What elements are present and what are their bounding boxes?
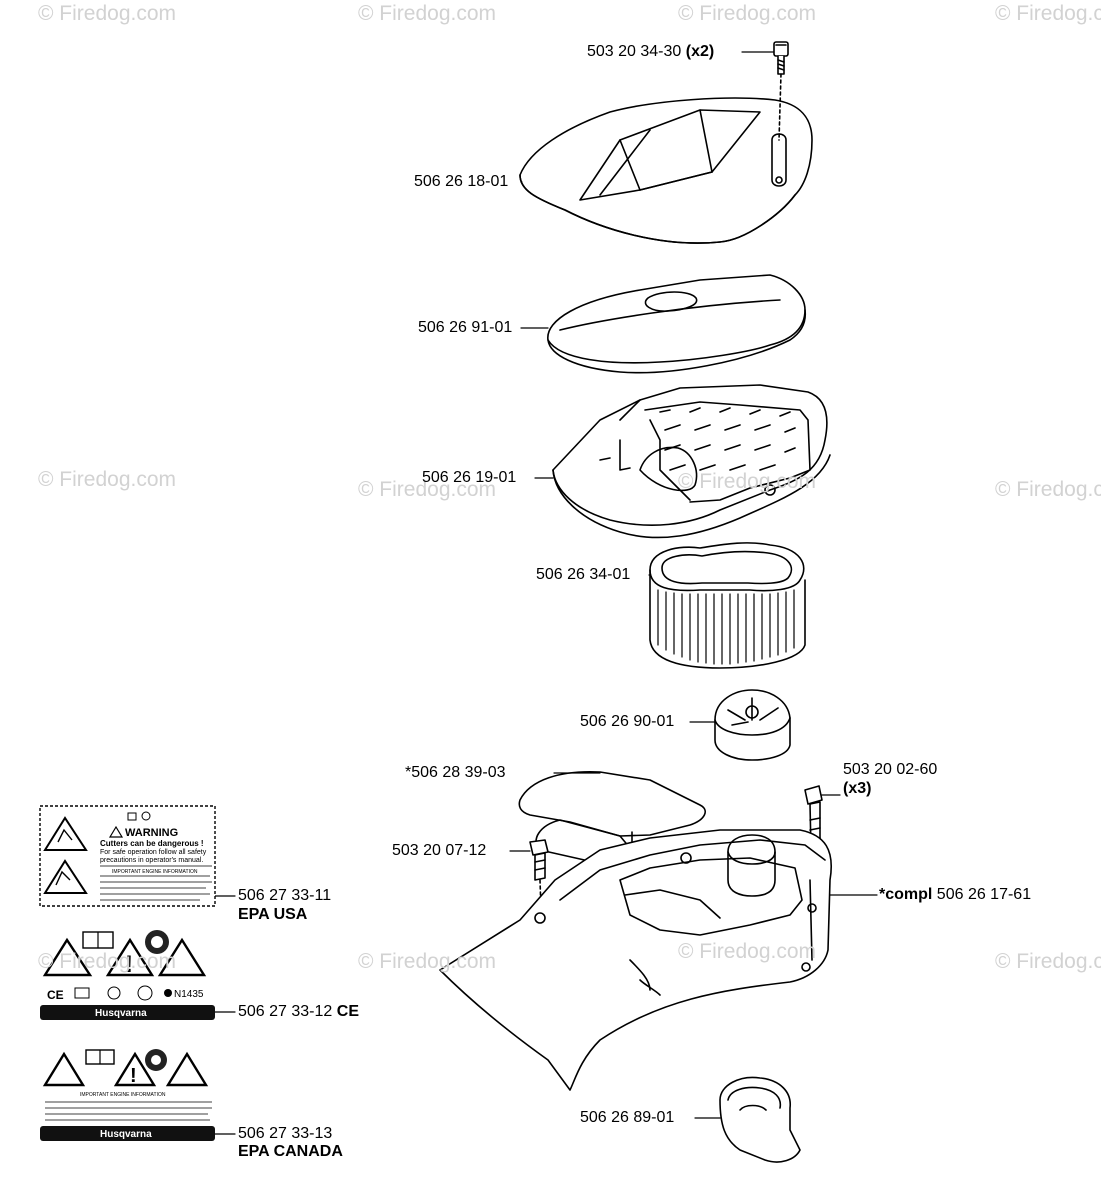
decal-ce: ! CE N1435 Husqvarna — [40, 930, 215, 1020]
label-decal-ce: 506 27 33-12 CE — [238, 1003, 359, 1021]
leader-lines — [214, 51, 878, 1135]
label-long-screw-qty: (x3) — [843, 780, 872, 797]
label-base-compl: *compl 506 26 17-61 — [879, 886, 1031, 904]
manual-book-icon — [127, 812, 137, 821]
label-decal-canada: 506 27 33-13 — [238, 1125, 333, 1142]
pg-mark-icon — [107, 986, 121, 1000]
label-filter-element: 506 26 34-01 — [536, 566, 631, 583]
decal-warning-title: WARNING — [125, 827, 178, 839]
region: CE — [336, 1003, 359, 1020]
decal-warning-line-1: Cutters can be dangerous ! — [100, 839, 204, 848]
svg-text:!: ! — [125, 951, 133, 978]
helmet-icon — [141, 811, 151, 821]
decal-warning-line-3: precautions in operator's manual. — [100, 857, 203, 864]
n-mark-icon — [164, 989, 172, 997]
label-boot: 506 26 89-01 — [580, 1109, 675, 1126]
rubber-boot-drawing — [719, 1076, 801, 1163]
quantity: (x2) — [685, 43, 715, 60]
warning-triangle-icon — [42, 937, 93, 977]
watermark: © Firedog.com — [995, 950, 1101, 973]
decal-important-info: IMPORTANT ENGINE INFORMATION — [112, 869, 198, 875]
alert-icon — [108, 825, 124, 838]
decal-epa-canada: ! IMPORTANT ENGINE INFORMATION Husqvarna — [40, 1049, 215, 1141]
label-decal-canada-region: EPA CANADA — [238, 1143, 343, 1160]
watermark: © Firedog.com — [678, 2, 817, 25]
warning-triangle-icon — [113, 1051, 157, 1087]
sound-level-icon — [74, 987, 90, 999]
prefilter-drawing — [547, 274, 807, 374]
husqvarna-logo: Husqvarna — [95, 1008, 147, 1019]
label-short-screw: 503 20 07-12 — [392, 842, 487, 859]
certification-mark-icon — [137, 985, 153, 1001]
label-cover: 506 26 18-01 — [414, 173, 509, 190]
warning-triangle-icon — [165, 1051, 209, 1087]
top-screw-drawing — [773, 41, 789, 75]
label-gasket: *506 28 39-03 — [405, 764, 506, 781]
label-screw-top: 503 20 34-30 (x2) — [587, 43, 714, 61]
decal-important-info: IMPORTANT ENGINE INFORMATION — [80, 1092, 166, 1098]
label-prefilter: 506 26 91-01 — [418, 319, 513, 336]
decal-epa-usa: WARNING Cutters can be dangerous ! For s… — [39, 805, 216, 907]
watermark: © Firedog.com — [995, 478, 1101, 501]
watermark: © Firedog.com — [358, 2, 497, 25]
watermark: © Firedog.com — [38, 2, 177, 25]
air-filter-cover-drawing — [519, 73, 813, 244]
decal-ce-mark: CE — [47, 988, 64, 1002]
part-number: 506 26 17-61 — [936, 886, 1032, 903]
label-knob: 506 26 90-01 — [580, 713, 675, 730]
watermark: © Firedog.com — [995, 2, 1101, 25]
husqvarna-logo: Husqvarna — [100, 1129, 152, 1140]
label-filter-housing: 506 26 19-01 — [422, 469, 517, 486]
decal-warning-line-2: For safe operation follow all safety — [100, 849, 207, 856]
label-long-screw: 503 20 02-60 — [843, 761, 938, 778]
knob-drawing — [714, 689, 791, 761]
watermark: © Firedog.com — [38, 950, 177, 973]
watermark: © Firedog.com — [678, 940, 817, 963]
warning-triangle-icon — [43, 859, 88, 894]
warning-triangle-icon — [43, 816, 88, 851]
warning-triangle-icon — [105, 937, 155, 977]
watermark: © Firedog.com — [358, 478, 497, 501]
watermark: © Firedog.com — [678, 470, 817, 493]
part-number: 503 20 34-30 — [587, 43, 682, 60]
decal-n-code: N1435 — [174, 989, 204, 1000]
warning-triangle-icon — [157, 937, 207, 977]
part-number: 506 27 33-12 — [238, 1003, 333, 1020]
warning-triangle-icon — [42, 1051, 86, 1087]
filter-element-drawing — [649, 542, 806, 669]
filter-housing-drawing — [552, 384, 831, 539]
label-decal-usa: 506 27 33-11 — [238, 887, 332, 904]
svg-text:!: ! — [130, 1065, 137, 1087]
filter-base-drawing — [439, 829, 832, 1091]
label-decal-usa-region: EPA USA — [238, 906, 308, 923]
watermark: © Firedog.com — [38, 468, 177, 491]
watermark: © Firedog.com — [358, 950, 497, 973]
compl-prefix: *compl — [879, 886, 933, 903]
